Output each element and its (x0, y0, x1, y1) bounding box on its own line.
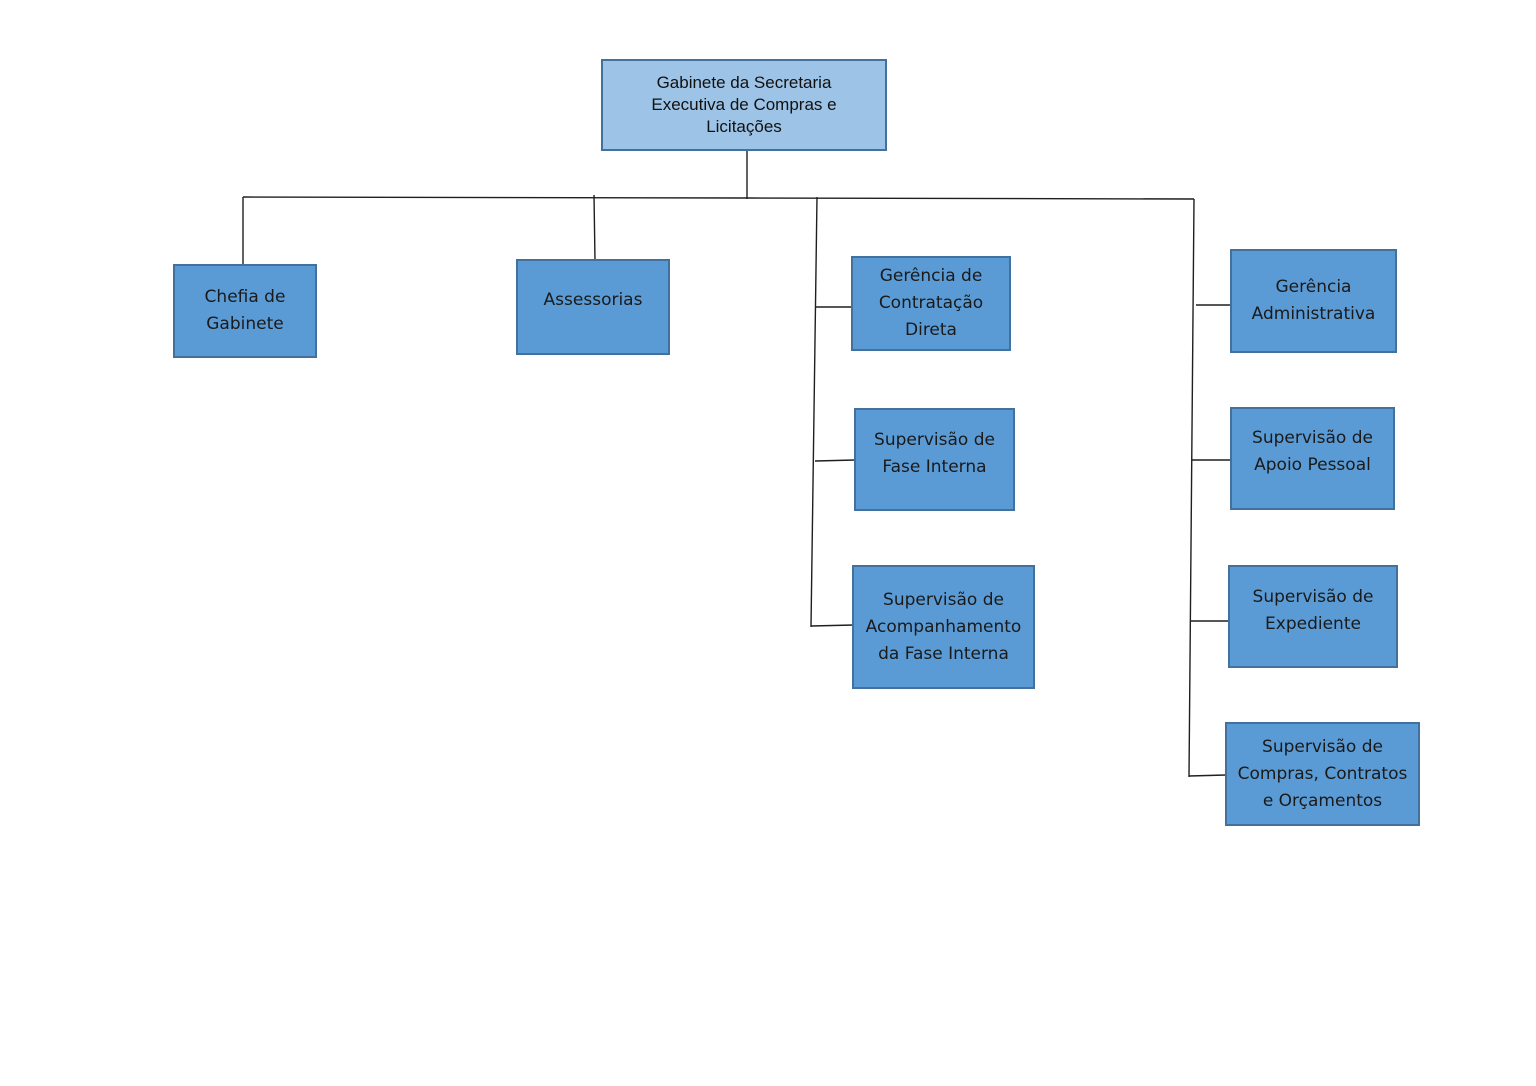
org-box-label: Supervisão de Fase Interna (874, 430, 995, 477)
org-box-label: Supervisão de Expediente (1252, 587, 1374, 634)
org-box-gerencia-administrativa: Gerência Administrativa (1230, 249, 1397, 353)
org-box-chefia-gabinete: Chefia de Gabinete (173, 264, 317, 358)
org-box-label: Chefia de Gabinete (204, 287, 286, 334)
org-box-supervisao-expediente: Supervisão de Expediente (1228, 565, 1398, 668)
org-box-label: Gerência Administrativa (1251, 277, 1376, 324)
org-box-supervisao-compras-contratos: Supervisão de Compras, Contratos e Orçam… (1225, 722, 1420, 826)
connector-assessorias (593, 194, 596, 262)
org-box-label: Gabinete da Secretaria Executiva de Comp… (651, 73, 837, 136)
connector-administrativa-trunk (1188, 198, 1195, 778)
org-box-gabinete-secretaria: Gabinete da Secretaria Executiva de Comp… (601, 59, 887, 151)
org-box-gerencia-contratacao-direta: Gerência de Contratação Direta (851, 256, 1011, 351)
org-box-label: Supervisão de Acompanhamento da Fase Int… (865, 589, 1022, 664)
connector-contratacao-trunk (810, 196, 818, 628)
org-box-label: Supervisão de Compras, Contratos e Orçam… (1237, 736, 1408, 811)
connector-supervisao-fase-interna (814, 459, 856, 462)
org-box-assessorias: Assessorias (516, 259, 670, 355)
org-box-supervisao-acompanhamento: Supervisão de Acompanhamento da Fase Int… (852, 565, 1035, 689)
org-box-supervisao-apoio-pessoal: Supervisão de Apoio Pessoal (1230, 407, 1395, 510)
org-box-label: Supervisão de Apoio Pessoal (1252, 428, 1373, 475)
connector-compras-contratos (1188, 774, 1227, 777)
connector-supervisao-acompanhamento (810, 624, 855, 627)
connector-main-bus (242, 196, 1195, 200)
org-box-label: Gerência de Contratação Direta (878, 266, 984, 340)
org-box-supervisao-fase-interna: Supervisão de Fase Interna (854, 408, 1015, 511)
org-box-label: Assessorias (543, 290, 643, 310)
